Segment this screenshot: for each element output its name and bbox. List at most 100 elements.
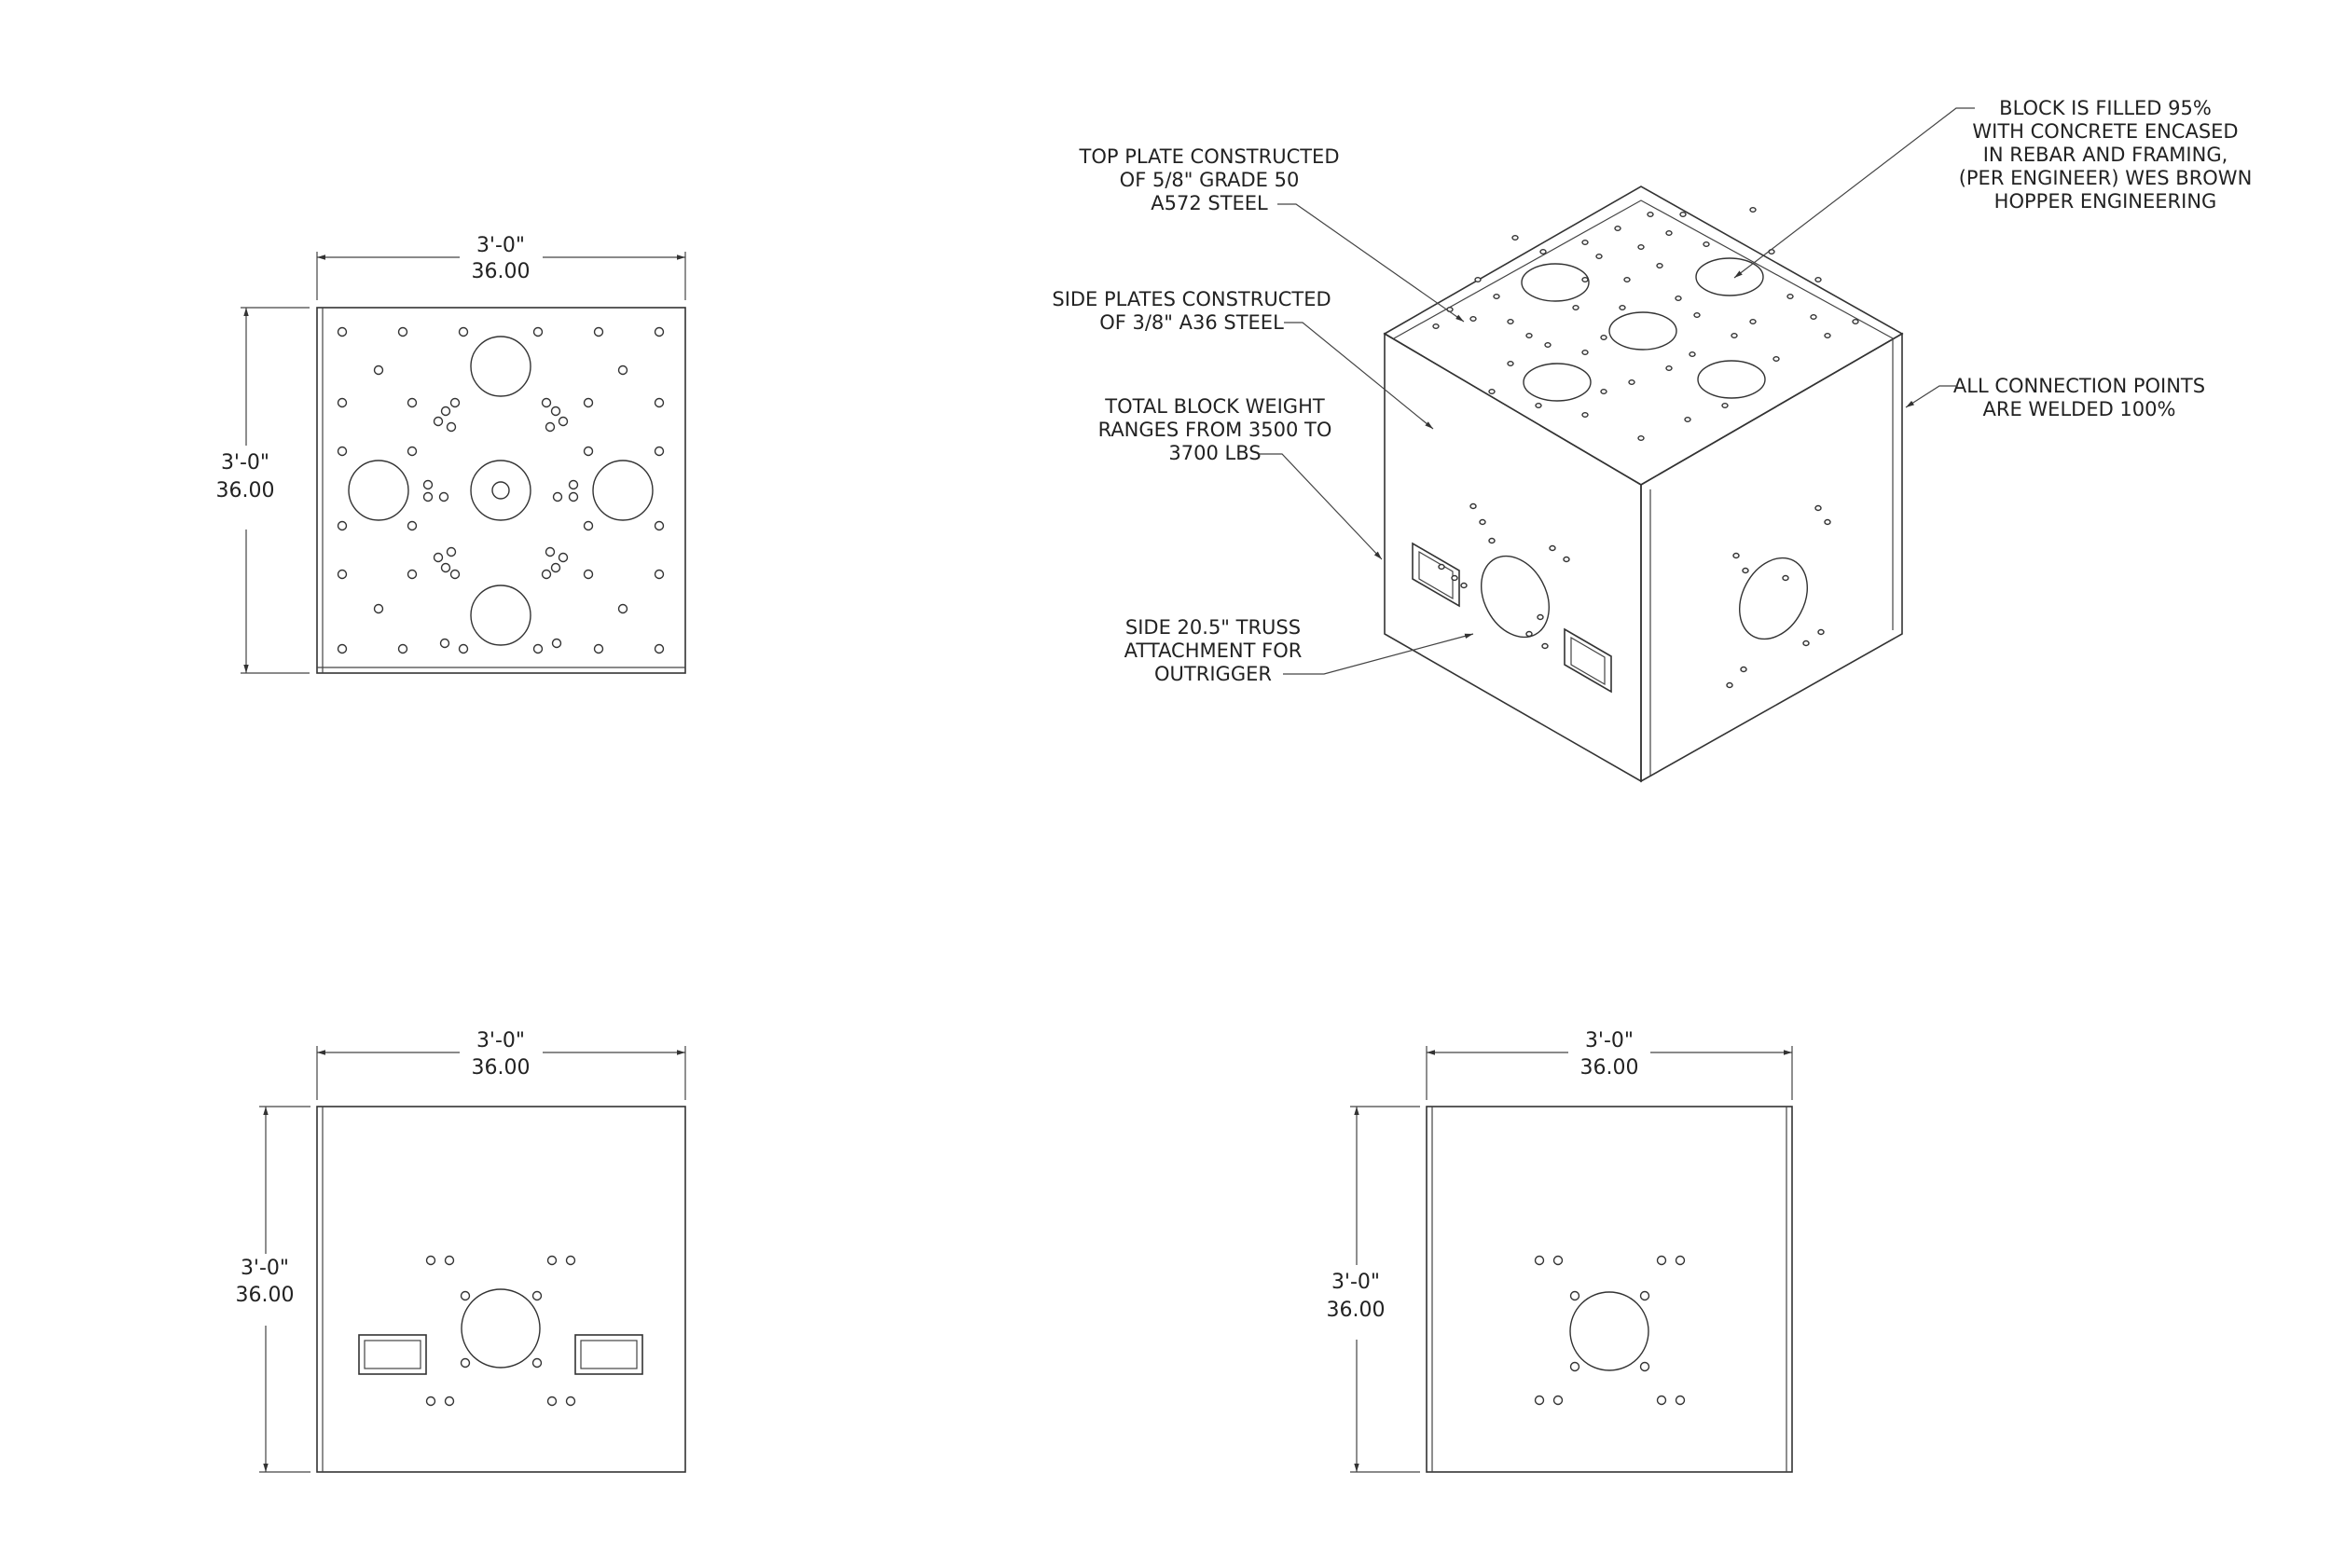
note-top-plate-line-2: OF 5/8" GRADE 50 (1120, 169, 1300, 191)
iso-side-small-holes (1438, 502, 1831, 689)
top-view-width-dimension: 3'-0" 36.00 (316, 234, 686, 300)
iso-side-small-hole (1549, 544, 1556, 552)
iso-top-small-hole (1511, 234, 1519, 241)
note-side-plates: SIDE PLATES CONSTRUCTED OF 3/8" A36 STEE… (1052, 288, 1434, 430)
side-bolt-hole (1656, 1255, 1667, 1266)
top-small-hole (337, 397, 348, 408)
iso-top-small-hole (1488, 389, 1496, 395)
note-fill-line-5: HOPPER ENGINEERING (1994, 190, 2217, 213)
top-view (316, 307, 686, 674)
side-bolt-hole (1552, 1255, 1564, 1266)
top-small-hole (654, 569, 665, 580)
iso-top-small-hole (1581, 240, 1589, 246)
iso-top-small-hole (1507, 319, 1514, 325)
top-small-hole (407, 397, 418, 408)
top-small-hole (440, 406, 451, 417)
iso-side-small-hole (1742, 567, 1749, 574)
iso-side-small-hole (1469, 502, 1477, 510)
side-height-in: 36.00 (1327, 1299, 1386, 1322)
top-small-hole (558, 552, 569, 563)
note-truss: SIDE 20.5" TRUSS ATTACHMENT FOR OUTRIGGE… (1124, 616, 1474, 685)
iso-left-center-hole (1481, 555, 1550, 639)
side-bolt-hole (1639, 1290, 1650, 1301)
top-height-in: 36.00 (216, 479, 275, 502)
iso-side-small-hole (1460, 582, 1468, 589)
iso-top-small-hole (1628, 379, 1635, 386)
iso-top-small-hole (1731, 333, 1738, 339)
top-small-hole (568, 479, 579, 490)
note-fill-line-3: IN REBAR AND FRAMING, (1983, 144, 2228, 166)
top-small-hole (397, 326, 408, 337)
iso-top-small-hole (1852, 319, 1859, 325)
iso-top-large-holes (1521, 257, 1766, 402)
top-small-hole (449, 397, 461, 408)
top-small-hole (583, 569, 594, 580)
top-small-hole (654, 643, 665, 654)
iso-left-slot-2 (1564, 627, 1612, 694)
iso-top-small-hole (1665, 229, 1673, 236)
top-small-hole (550, 562, 561, 573)
top-plate-holes (337, 326, 665, 654)
iso-top-small-hole (1689, 351, 1696, 358)
top-width-ft: 3'-0" (476, 234, 525, 257)
top-center-pin-hole (491, 481, 510, 500)
top-small-hole (541, 397, 552, 408)
top-small-hole (449, 569, 461, 580)
iso-side-small-hole (1525, 630, 1533, 638)
front-view (316, 1106, 686, 1473)
iso-top-small-hole (1539, 249, 1547, 255)
side-bolt-hole (1639, 1361, 1650, 1372)
top-large-hole (470, 585, 531, 646)
iso-side-small-hole (1817, 628, 1825, 636)
iso-top-small-hole (1703, 241, 1710, 248)
side-bolt-hole (1552, 1395, 1564, 1406)
front-view-width-dimension: 3'-0" 36.00 (316, 1029, 686, 1100)
front-bolt-holes (425, 1255, 576, 1407)
front-width-in: 36.00 (472, 1056, 531, 1080)
note-fill-line-1: BLOCK IS FILLED 95% (1999, 97, 2212, 119)
iso-side-small-hole (1732, 552, 1740, 559)
top-small-hole (407, 446, 418, 457)
iso-top-small-hole (1595, 254, 1603, 260)
top-small-hole (654, 397, 665, 408)
iso-top-small-hole (1572, 305, 1579, 311)
top-small-hole (433, 552, 444, 563)
top-small-hole (446, 546, 457, 557)
note-top-plate-line-1: TOP PLATE CONSTRUCTED (1079, 145, 1340, 168)
top-small-hole (337, 446, 348, 457)
top-small-hole (433, 416, 444, 427)
note-weight-line-2: RANGES FROM 3500 TO (1098, 419, 1332, 441)
side-bolt-hole (1569, 1290, 1580, 1301)
side-center-hole (1569, 1291, 1649, 1371)
top-height-ft: 3'-0" (221, 451, 269, 475)
front-bolt-hole (444, 1396, 455, 1407)
top-small-hole (550, 406, 561, 417)
top-small-hole (458, 643, 469, 654)
front-bolt-hole (546, 1255, 558, 1266)
iso-top-small-holes (1432, 206, 1859, 442)
top-small-hole (617, 364, 628, 376)
top-small-hole (337, 326, 348, 337)
iso-side-small-hole (1782, 574, 1789, 582)
iso-side-small-hole (1438, 563, 1445, 571)
iso-top-small-hole (1679, 211, 1687, 217)
iso-side-small-hole (1451, 574, 1458, 582)
note-side-plates-line-1: SIDE PLATES CONSTRUCTED (1052, 288, 1331, 310)
side-view-height-dimension: 3'-0" 36.00 (1327, 1106, 1420, 1473)
front-bolt-hole (565, 1396, 576, 1407)
front-height-ft: 3'-0" (241, 1257, 289, 1280)
iso-top-small-hole (1665, 365, 1673, 372)
front-bolt-hole (444, 1255, 455, 1266)
top-small-hole (337, 520, 348, 531)
top-view-height-dimension: 3'-0" 36.00 (216, 307, 310, 674)
note-weight: TOTAL BLOCK WEIGHT RANGES FROM 3500 TO 3… (1098, 395, 1383, 560)
side-bolt-hole (1534, 1395, 1545, 1406)
front-center-hole (461, 1288, 541, 1369)
top-small-hole (617, 603, 628, 614)
note-fill: BLOCK IS FILLED 95% WITH CONCRETE ENCASE… (1733, 97, 2252, 279)
iso-top-small-hole (1824, 333, 1831, 339)
iso-top-small-hole (1535, 403, 1542, 409)
iso-side-small-hole (1488, 537, 1496, 544)
note-side-plates-line-2: OF 3/8" A36 STEEL (1099, 311, 1284, 334)
iso-right-center-hole (1739, 557, 1808, 640)
